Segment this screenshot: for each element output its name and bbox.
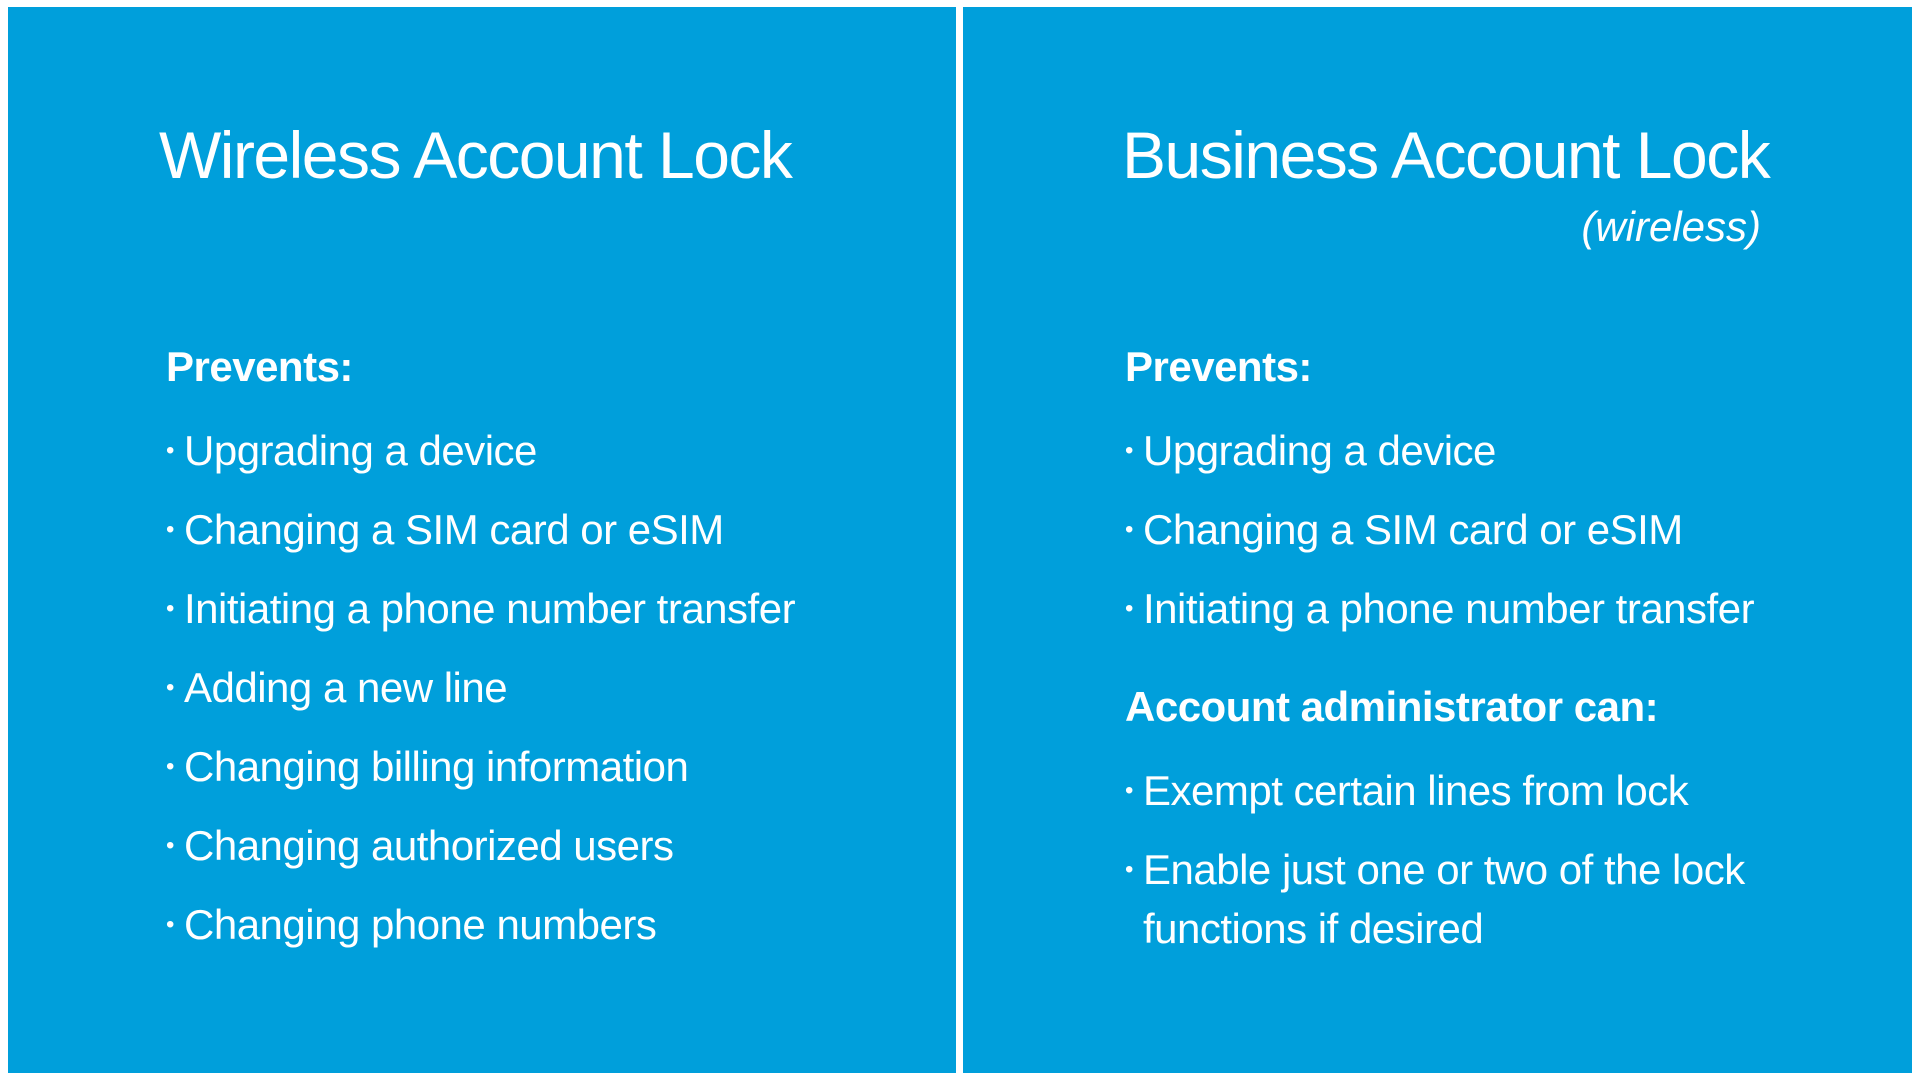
bullet-icon: • [1125, 777, 1133, 804]
bullet-icon: • [1125, 516, 1133, 543]
bullet-icon: • [166, 753, 174, 780]
bullet-icon: • [1125, 595, 1133, 622]
bullet-icon: • [1125, 856, 1133, 883]
list-item: •Changing billing information [166, 737, 926, 796]
prevents-heading: Prevents: [166, 343, 353, 390]
list-item: •Enable just one or two of the lock func… [1125, 840, 1825, 958]
bullet-icon: • [166, 516, 174, 543]
list-item: •Initiating a phone number transfer [166, 579, 926, 638]
list-item: •Upgrading a device [1125, 421, 1885, 480]
panel-title: Wireless Account Lock [159, 118, 793, 192]
list-item: •Changing authorized users [166, 816, 926, 875]
panel-subtitle: (wireless) [1581, 203, 1761, 250]
wireless-account-lock-panel: Wireless Account Lock Prevents: •Upgradi… [8, 7, 956, 1073]
business-account-lock-panel: Business Account Lock (wireless) Prevent… [963, 7, 1912, 1073]
prevents-list: •Upgrading a device •Changing a SIM card… [166, 421, 926, 974]
list-item: •Adding a new line [166, 658, 926, 717]
prevents-heading: Prevents: [1125, 343, 1312, 390]
panel-title: Business Account Lock [1122, 118, 1771, 192]
list-item: •Changing phone numbers [166, 895, 926, 954]
bullet-icon: • [166, 674, 174, 701]
administrator-list: •Exempt certain lines from lock •Enable … [1125, 761, 1825, 978]
list-item: •Changing a SIM card or eSIM [166, 500, 926, 559]
list-item: •Exempt certain lines from lock [1125, 761, 1825, 820]
list-item: •Changing a SIM card or eSIM [1125, 500, 1885, 559]
bullet-icon: • [166, 595, 174, 622]
prevents-list: •Upgrading a device •Changing a SIM card… [1125, 421, 1885, 658]
bullet-icon: • [1125, 437, 1133, 464]
list-item: •Upgrading a device [166, 421, 926, 480]
list-item: •Initiating a phone number transfer [1125, 579, 1885, 638]
bullet-icon: • [166, 437, 174, 464]
bullet-icon: • [166, 911, 174, 938]
bullet-icon: • [166, 832, 174, 859]
administrator-heading: Account administrator can: [1125, 683, 1659, 730]
